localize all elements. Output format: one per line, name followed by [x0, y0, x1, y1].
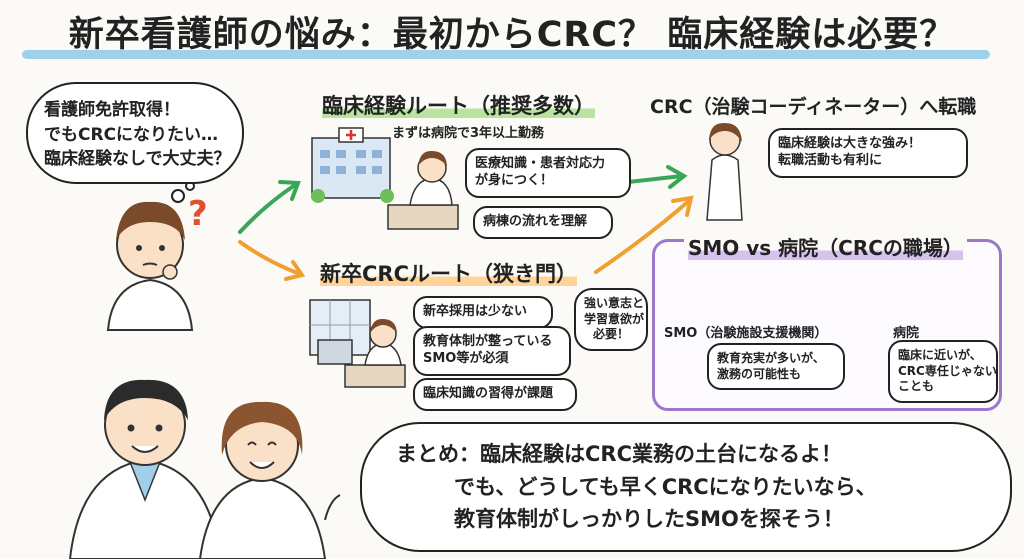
bubble-line: 教育充実が多いが、: [717, 351, 825, 365]
newgrad-bubble-education: 教育体制が整っている SMO等が必須: [413, 326, 571, 376]
hospital-bubble: 臨床に近いが、 CRC専任じゃない ことも: [888, 340, 998, 403]
clinical-route-label: まずは病院で3年以上勤務: [392, 126, 545, 141]
clinical-bubble-skills: 医療知識・患者対応力 が身につく！: [465, 148, 631, 198]
female-nurse-illustration: [198, 401, 341, 559]
newgrad-note-bubble: 強い意志と 学習意欲が 必要！: [574, 288, 648, 351]
bubble-line: 教育体制が整っている: [423, 334, 553, 349]
bubble-line: 臨床に近いが、: [898, 348, 982, 362]
bubble-line: 医療知識・患者対応力: [475, 156, 606, 171]
office-pc-illustration: [309, 299, 406, 388]
summary-bubble: まとめ：臨床経験はCRC業務の土台になるよ！ でも、どうしても早くCRCになりた…: [360, 422, 1012, 552]
workplace-heading-text: SMO vs 病院（CRCの職場）: [688, 236, 963, 260]
thought-bubble: 看護師免許取得！ でもCRCになりたい… 臨床経験なしで大丈夫？: [26, 82, 244, 184]
bubble-line: ことも: [898, 379, 935, 394]
nurse-at-desk-illustration: [387, 150, 459, 230]
crc-transfer-bubble: 臨床経験は大きな強み！ 転職活動も有利に: [768, 128, 968, 178]
worried-nurse-illustration: ?: [106, 194, 208, 331]
clinical-route-heading: 臨床経験ルート（推奨多数）: [322, 90, 595, 120]
newgrad-route-heading-text: 新卒CRCルート（狭き門）: [320, 262, 577, 286]
hospital-label: 病院: [893, 326, 920, 341]
arrow-to-newgrad: [238, 240, 306, 281]
thought-line: 看護師免許取得！: [44, 100, 180, 120]
newgrad-bubble-few: 新卒採用は少ない: [413, 296, 553, 329]
summary-line: まとめ：臨床経験はCRC業務の土台になるよ！: [396, 442, 842, 466]
bubble-line: が身につく！: [475, 172, 554, 188]
hospital-building-illustration: [311, 127, 394, 203]
newgrad-bubble-knowledge: 臨床知識の習得が課題: [413, 378, 577, 411]
question-mark-icon: ?: [188, 194, 208, 234]
arrow-to-crc: [626, 165, 688, 189]
bubble-line: 激務の可能性も: [717, 366, 802, 381]
page-title: 新卒看護師の悩み：最初からCRC？ 臨床経験は必要？: [68, 15, 956, 55]
crc-transfer-heading: CRC（治験コーディネーター）へ転職: [650, 96, 977, 118]
clinical-route-heading-text: 臨床経験ルート（推奨多数）: [322, 94, 595, 118]
thought-line: でもCRCになりたい…: [44, 124, 219, 145]
note-line: 強い意志と: [584, 296, 645, 310]
workplace-heading: SMO vs 病院（CRCの職場）: [684, 232, 967, 261]
thought-line: 臨床経験なしで大丈夫？: [44, 149, 231, 170]
smo-label: SMO（治験施設支援機関）: [664, 326, 828, 341]
crc-person-illustration: [706, 122, 743, 221]
bubble-line: SMO等が必須: [423, 350, 509, 366]
arrow-newgrad-to-crc: [594, 195, 694, 274]
bubble-line: 転職活動も有利に: [778, 152, 883, 168]
summary-line: でも、どうしても早くCRCになりたいなら、: [454, 474, 877, 499]
arrow-to-clinical: [238, 180, 301, 234]
clinical-bubble-ward: 病棟の流れを理解: [473, 206, 613, 239]
bubble-line: 臨床経験は大きな強み！: [778, 136, 922, 151]
summary-line: 教育体制がしっかりしたSMOを探そう！: [454, 507, 844, 532]
male-doctor-illustration: [68, 379, 222, 559]
newgrad-route-heading: 新卒CRCルート（狭き門）: [320, 258, 577, 288]
note-line: 学習意欲が: [584, 311, 645, 326]
bubble-line: CRC専任じゃない: [898, 363, 997, 378]
smo-bubble: 教育充実が多いが、 激務の可能性も: [707, 343, 845, 391]
note-line: 必要！: [592, 327, 629, 342]
title-underline: [22, 50, 990, 59]
